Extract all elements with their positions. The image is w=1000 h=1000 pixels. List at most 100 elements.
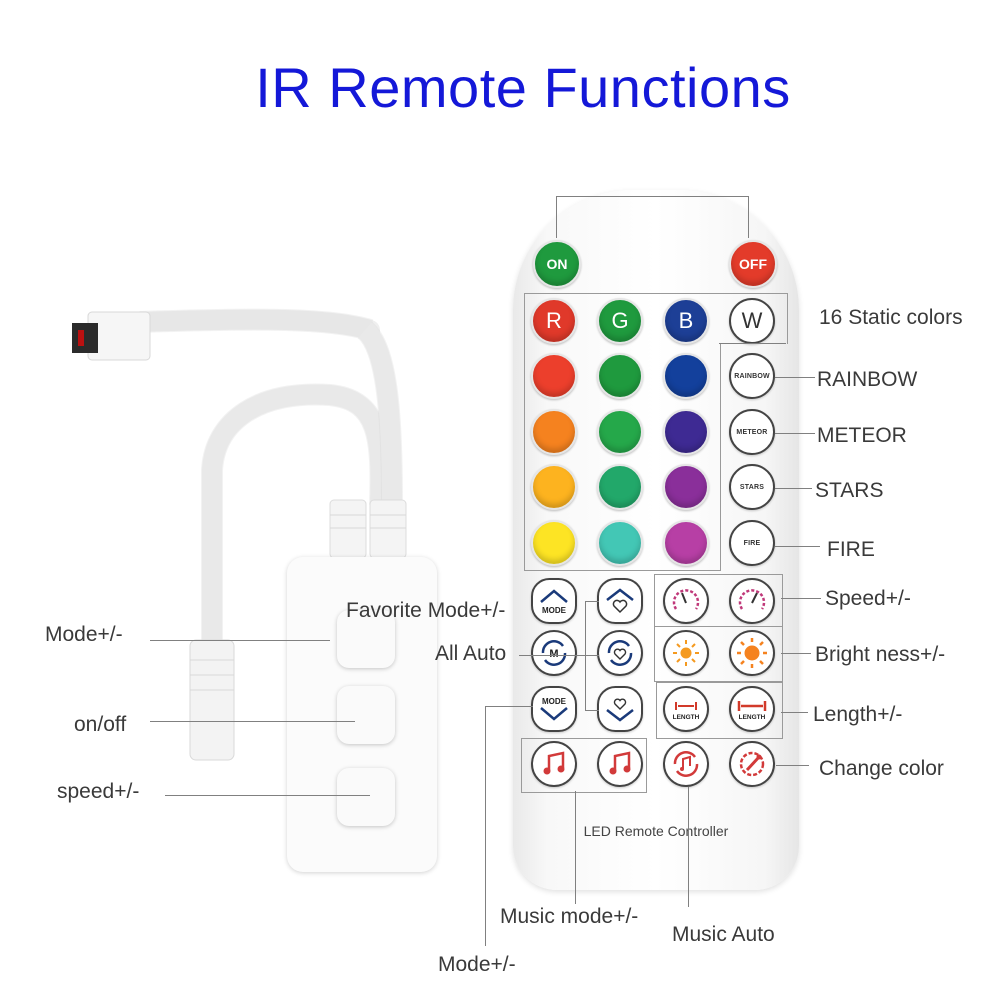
speed-up-button[interactable]: [729, 578, 775, 624]
mode-up-label: MODE: [542, 606, 567, 615]
white-button-label: W: [741, 308, 763, 333]
color-button[interactable]: [531, 464, 577, 510]
color-button[interactable]: [597, 464, 643, 510]
leader-line: [575, 791, 576, 904]
music-note-icon: [609, 751, 631, 775]
blue-button-label: B: [678, 308, 694, 333]
speedometer-icon: [738, 589, 766, 610]
chevron-up-icon: MODE: [540, 589, 568, 615]
color-button[interactable]: [663, 520, 709, 566]
controller-onoff-button[interactable]: [337, 686, 395, 744]
mode-down-label: MODE: [542, 697, 567, 706]
red-button-label: R: [546, 308, 562, 333]
label-ctrl-onoff: on/off: [74, 713, 127, 736]
label-stars: STARS: [815, 479, 884, 502]
label-music-mode: Music mode+/-: [500, 905, 639, 928]
label-brightness: Bright ness+/-: [815, 643, 946, 666]
m-label: M: [549, 648, 558, 660]
green-button-label: G: [611, 308, 629, 333]
leader-line: [150, 721, 355, 722]
label-fire: FIRE: [827, 538, 875, 561]
rainbow-button[interactable]: RAINBOW: [729, 353, 775, 399]
stars-button[interactable]: STARS: [729, 464, 775, 510]
rainbow-button-label: RAINBOW: [734, 372, 770, 380]
change-color-button[interactable]: [729, 741, 775, 787]
leader-line: [519, 655, 599, 656]
leader-line: [781, 653, 811, 654]
controller-speed-button[interactable]: [337, 768, 395, 826]
color-button[interactable]: [663, 353, 709, 399]
mode-auto-button[interactable]: M: [531, 630, 577, 676]
length-up-button[interactable]: LENGTH: [729, 686, 775, 732]
leader-line: [781, 712, 808, 713]
label-length: Length+/-: [813, 703, 903, 726]
label-mode-bottom: Mode+/-: [438, 953, 516, 976]
refresh-heart-icon: [607, 640, 633, 666]
leader-line: [776, 765, 809, 766]
off-button[interactable]: OFF: [729, 240, 777, 288]
mode-down-button[interactable]: MODE: [531, 686, 577, 732]
music-note-icon: [543, 751, 565, 775]
sun-icon: [673, 640, 699, 666]
on-button[interactable]: ON: [533, 240, 581, 288]
speed-group: [654, 574, 783, 627]
color-button[interactable]: [531, 409, 577, 455]
color-button[interactable]: [597, 353, 643, 399]
leader-line: [585, 601, 586, 711]
leader-line: [485, 706, 486, 946]
brightness-down-button[interactable]: [663, 630, 709, 676]
stars-button-label: STARS: [739, 483, 765, 491]
color-button[interactable]: [663, 464, 709, 510]
favorite-down-button[interactable]: [597, 686, 643, 732]
music-refresh-icon: [673, 751, 699, 777]
brightness-group: [654, 626, 783, 682]
music-auto-button[interactable]: [663, 741, 709, 787]
color-button[interactable]: [531, 520, 577, 566]
music-mode-group: [521, 738, 647, 793]
leader-line: [775, 377, 815, 378]
label-ctrl-speed: speed+/-: [57, 780, 140, 803]
leader-line: [165, 795, 370, 796]
palette-icon: [739, 751, 765, 777]
favorite-auto-button[interactable]: [597, 630, 643, 676]
color-button[interactable]: [663, 409, 709, 455]
length-up-label: LENGTH: [739, 714, 766, 721]
brightness-up-button[interactable]: [729, 630, 775, 676]
label-meteor: METEOR: [817, 424, 907, 447]
chevron-down-icon: MODE: [540, 697, 568, 721]
music-mode-down-button[interactable]: [531, 741, 577, 787]
length-icon: LENGTH: [673, 702, 700, 721]
static-colors-group: [524, 293, 788, 344]
color-button[interactable]: [597, 520, 643, 566]
leader-line: [775, 546, 820, 547]
favorite-up-button[interactable]: [597, 578, 643, 624]
red-button[interactable]: R: [531, 298, 577, 344]
speedometer-icon: [672, 589, 700, 610]
fire-button[interactable]: FIRE: [729, 520, 775, 566]
length-group: [656, 682, 783, 739]
off-button-label: OFF: [739, 256, 767, 272]
leader-line: [775, 488, 812, 489]
length-icon: LENGTH: [737, 701, 767, 721]
leader-line: [719, 343, 786, 344]
meteor-button[interactable]: METEOR: [729, 409, 775, 455]
leader-line: [485, 706, 533, 707]
heart-down-icon: [606, 698, 634, 722]
music-mode-up-button[interactable]: [597, 741, 643, 787]
controller-mode-button[interactable]: [337, 610, 395, 668]
length-down-button[interactable]: LENGTH: [663, 686, 709, 732]
on-button-label: ON: [546, 256, 568, 272]
mode-up-button[interactable]: MODE: [531, 578, 577, 624]
white-button[interactable]: W: [729, 298, 775, 344]
speed-down-button[interactable]: [663, 578, 709, 624]
leader-line: [585, 601, 599, 602]
color-button[interactable]: [597, 409, 643, 455]
leader-line: [585, 710, 599, 711]
green-button[interactable]: G: [597, 298, 643, 344]
label-ctrl-mode: Mode+/-: [45, 623, 123, 646]
leader-line: [775, 433, 815, 434]
color-button[interactable]: [531, 353, 577, 399]
fire-button-label: FIRE: [743, 539, 761, 547]
blue-button[interactable]: B: [663, 298, 709, 344]
label-music-auto: Music Auto: [672, 923, 775, 946]
